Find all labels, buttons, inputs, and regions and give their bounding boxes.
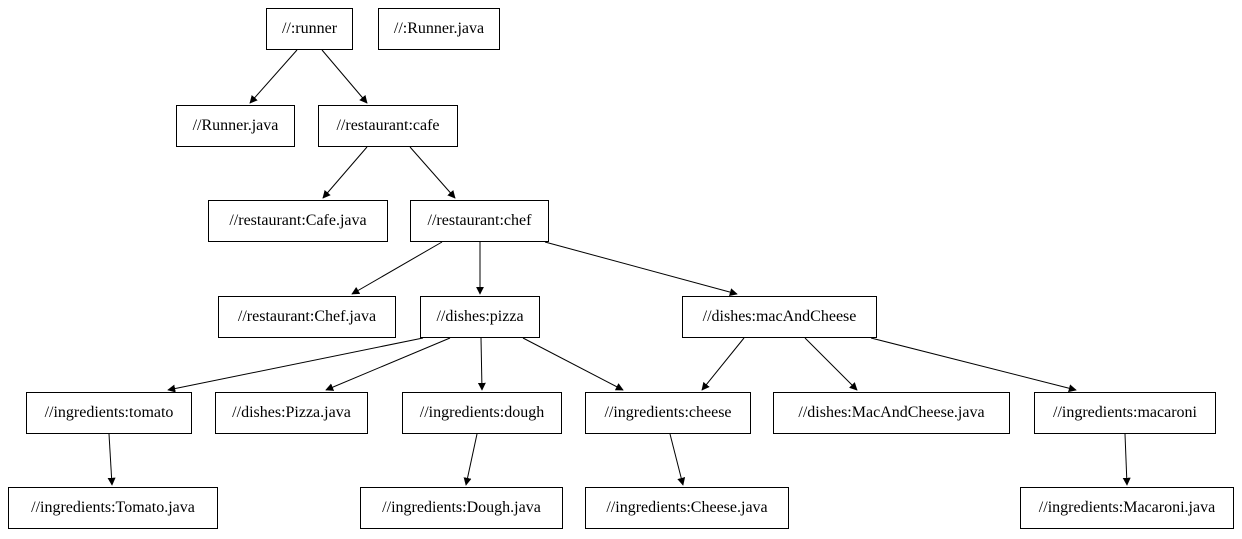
node-ingredients-dough: //ingredients:dough — [402, 392, 562, 434]
node-ingredients-dough-java: //ingredients:Dough.java — [360, 487, 563, 529]
edge-dishes-mac-and-cheese-to-ingredients-cheese — [701, 337, 745, 391]
node-runner-java: //Runner.java — [176, 105, 295, 147]
edge-dishes-mac-and-cheese-to-dishes-mac-and-cheese-java — [804, 337, 858, 391]
node-dishes-mac-and-cheese-java: //dishes:MacAndCheese.java — [773, 392, 1010, 434]
node-colon-runner-java: //:Runner.java — [378, 8, 500, 50]
edge-restaurant-cafe-to-restaurant-chef — [409, 146, 456, 199]
node-ingredients-tomato: //ingredients:tomato — [26, 392, 192, 434]
edge-ingredients-tomato-to-ingredients-tomato-java — [107, 433, 116, 486]
node-ingredients-cheese-java: //ingredients:Cheese.java — [585, 487, 789, 529]
edge-dishes-pizza-to-ingredients-cheese — [522, 337, 624, 391]
edge-ingredients-macaroni-to-ingredients-macaroni-java — [1122, 433, 1131, 486]
node-ingredients-tomato-java: //ingredients:Tomato.java — [8, 487, 218, 529]
edge-dishes-pizza-to-ingredients-dough — [477, 337, 486, 391]
edge-dishes-mac-and-cheese-to-ingredients-macaroni — [870, 337, 1077, 393]
node-ingredients-macaroni: //ingredients:macaroni — [1034, 392, 1216, 434]
edge-restaurant-chef-to-restaurant-chef-java — [351, 241, 443, 295]
node-restaurant-cafe: //restaurant:cafe — [318, 105, 458, 147]
edge-restaurant-cafe-to-restaurant-cafe-java — [322, 146, 368, 199]
node-dishes-mac-and-cheese: //dishes:macAndCheese — [682, 296, 877, 338]
edge-restaurant-chef-to-dishes-mac-and-cheese — [544, 241, 738, 296]
node-restaurant-chef: //restaurant:chef — [410, 200, 549, 242]
edge-ingredients-dough-to-ingredients-dough-java — [463, 433, 478, 486]
node-restaurant-chef-java: //restaurant:Chef.java — [218, 296, 396, 338]
node-ingredients-cheese: //ingredients:cheese — [585, 392, 751, 434]
edge-runner-to-runner-java — [249, 49, 298, 104]
node-dishes-pizza-java: //dishes:Pizza.java — [215, 392, 368, 434]
node-restaurant-cafe-java: //restaurant:Cafe.java — [208, 200, 388, 242]
edge-dishes-pizza-to-ingredients-tomato — [167, 337, 424, 393]
edge-ingredients-cheese-to-ingredients-cheese-java — [669, 433, 686, 486]
node-dishes-pizza: //dishes:pizza — [420, 296, 540, 338]
edge-dishes-pizza-to-dishes-pizza-java — [325, 337, 451, 391]
node-runner: //:runner — [266, 8, 353, 50]
edge-runner-to-restaurant-cafe — [321, 49, 368, 104]
node-ingredients-macaroni-java: //ingredients:Macaroni.java — [1020, 487, 1234, 529]
